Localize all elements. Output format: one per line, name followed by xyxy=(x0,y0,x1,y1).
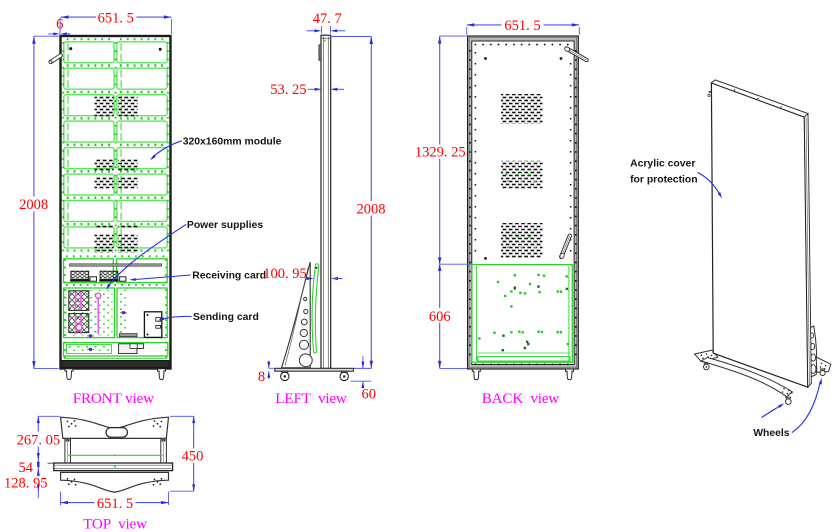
svg-text:53. 25: 53. 25 xyxy=(270,82,306,98)
svg-text:Wheels: Wheels xyxy=(753,428,790,439)
svg-text:1329. 25: 1329. 25 xyxy=(415,144,466,160)
svg-text:450: 450 xyxy=(182,449,204,465)
svg-text:100. 95: 100. 95 xyxy=(263,266,307,282)
svg-text:TOP view: TOP view xyxy=(83,515,147,532)
svg-text:Receiving card: Receiving card xyxy=(192,270,266,281)
svg-text:651. 5: 651. 5 xyxy=(97,496,133,512)
svg-text:8: 8 xyxy=(258,369,265,385)
svg-text:320x160mm module: 320x160mm module xyxy=(183,136,282,147)
svg-text:651. 5: 651. 5 xyxy=(504,18,540,34)
svg-text:128. 95: 128. 95 xyxy=(4,475,48,491)
svg-text:54: 54 xyxy=(19,460,34,476)
svg-text:Sending card: Sending card xyxy=(193,312,259,323)
svg-text:267. 05: 267. 05 xyxy=(17,432,61,448)
svg-text:60: 60 xyxy=(362,387,377,403)
svg-text:6: 6 xyxy=(56,16,63,32)
svg-text:651. 5: 651. 5 xyxy=(98,11,134,27)
svg-text:for protection: for protection xyxy=(630,174,698,185)
svg-text:Power supplies: Power supplies xyxy=(187,220,263,231)
svg-text:606: 606 xyxy=(429,309,451,325)
svg-text:Acrylic cover: Acrylic cover xyxy=(630,158,695,169)
svg-text:47. 7: 47. 7 xyxy=(313,11,342,27)
svg-text:2008: 2008 xyxy=(19,197,48,213)
svg-text:LEFT view: LEFT view xyxy=(275,390,347,407)
svg-text:FRONT view: FRONT view xyxy=(73,390,154,407)
svg-text:BACK view: BACK view xyxy=(482,390,560,407)
svg-text:2008: 2008 xyxy=(357,201,386,217)
